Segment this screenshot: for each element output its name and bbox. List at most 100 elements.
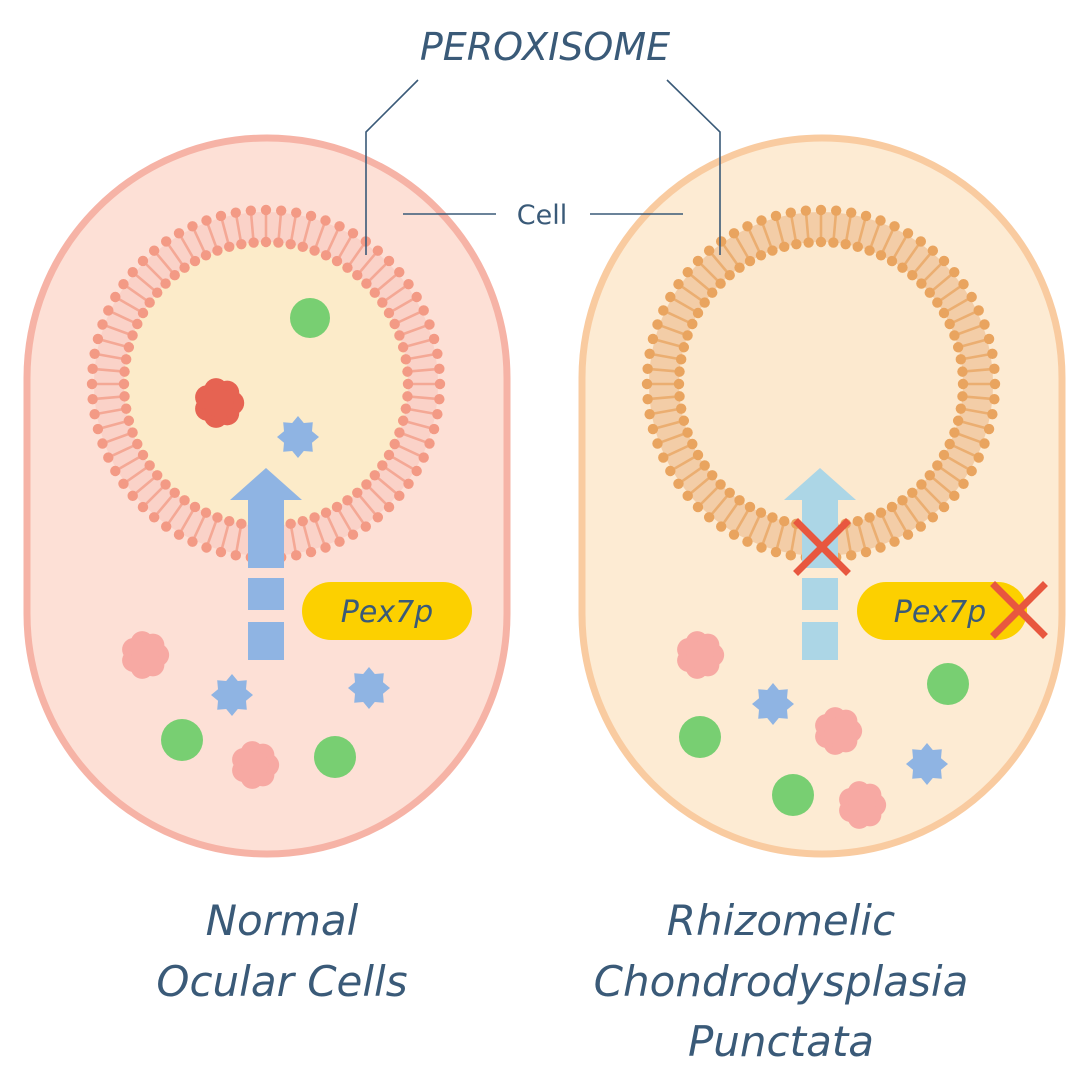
lipid-head <box>658 305 669 316</box>
lipid-head <box>665 291 676 303</box>
lipid-head <box>889 221 900 232</box>
lipid-tail <box>290 528 297 551</box>
lipid-tail <box>403 433 426 444</box>
lipid-head <box>148 512 160 523</box>
lipid-tail <box>118 298 140 312</box>
lipid-head <box>230 550 241 561</box>
lipid-head <box>144 297 155 308</box>
lipid-tail <box>403 324 426 335</box>
lipid-tail <box>206 224 217 247</box>
lipid-head <box>715 521 727 532</box>
lipid-head <box>189 255 201 267</box>
lipid-head <box>212 245 223 256</box>
lipid-head <box>334 221 345 232</box>
peroxisome-leader-right <box>666 79 721 255</box>
lipid-head <box>678 415 690 426</box>
lipid-head <box>682 330 693 341</box>
lipid-tail <box>690 274 710 291</box>
cargo-green-dot <box>161 719 203 761</box>
lipid-head <box>791 238 802 250</box>
lipid-head <box>952 342 964 353</box>
lipid-tail <box>893 510 907 532</box>
lipid-head <box>248 237 259 248</box>
lipid-head <box>724 270 735 281</box>
lipid-tail <box>804 215 810 238</box>
lipid-tail <box>904 244 919 265</box>
lipid-head <box>755 250 767 261</box>
lipid-tail <box>965 408 988 415</box>
lipid-head <box>428 423 440 435</box>
lipid-head <box>297 515 308 527</box>
lipid-head <box>707 287 718 298</box>
lipid-head <box>682 427 693 438</box>
lipid-tail <box>326 230 339 252</box>
lipid-head <box>979 438 990 449</box>
lipid-tail <box>673 298 695 312</box>
lipid-tail <box>112 444 134 457</box>
lipid-tail <box>193 230 206 252</box>
lipid-tail <box>700 487 718 505</box>
lipid-head <box>860 210 872 222</box>
lipid-head <box>886 501 898 513</box>
lipid-tail <box>407 339 430 348</box>
lipid-head <box>742 536 753 547</box>
lipid-head <box>932 297 943 308</box>
lipid-head <box>236 518 247 530</box>
lipid-head <box>291 550 302 561</box>
lipid-head <box>236 238 247 250</box>
lipid-head <box>86 378 98 390</box>
cargo-blue-star <box>211 674 253 716</box>
lipid-head <box>383 449 395 461</box>
lipid-tail <box>661 433 684 444</box>
lipid-head <box>291 207 302 218</box>
lipid-head <box>644 348 655 359</box>
lipid-head <box>331 501 343 513</box>
lipid-head <box>260 236 272 248</box>
lipid-head <box>169 487 180 498</box>
lipid-head <box>179 495 190 506</box>
lipid-head <box>675 354 687 365</box>
petal-center <box>131 641 159 669</box>
lipid-head <box>902 529 914 540</box>
lipid-head <box>938 501 950 513</box>
lipid-tail <box>369 487 387 505</box>
lipid-head <box>309 512 320 523</box>
lipid-tail <box>302 220 311 243</box>
lipid-head <box>160 236 172 247</box>
lipid-head <box>119 391 130 402</box>
lipid-head <box>87 393 98 405</box>
lipid-tail <box>407 420 430 429</box>
lipid-tail <box>112 311 134 324</box>
lipid-head <box>744 255 756 267</box>
petal-center <box>824 717 852 745</box>
lipid-head <box>402 378 414 390</box>
lipid-tail <box>410 408 433 415</box>
lipid-tail <box>914 253 931 273</box>
lipid-head <box>734 495 745 506</box>
lipid-head <box>245 205 257 216</box>
lipid-tail <box>315 224 326 247</box>
lipid-head <box>89 409 100 420</box>
lipid-head <box>397 342 409 353</box>
lipid-tail <box>126 286 147 301</box>
lipid-head <box>118 278 129 290</box>
lipid-tail <box>156 495 173 515</box>
lipid-tail <box>940 286 961 301</box>
lipid-tail <box>315 521 326 544</box>
lipid-head <box>966 291 977 303</box>
lipid-head <box>652 319 663 330</box>
lipid-head <box>673 478 684 490</box>
lipid-head <box>144 460 155 471</box>
petal-center <box>241 751 269 779</box>
lipid-head <box>331 255 343 267</box>
lipid-tail <box>180 510 194 532</box>
cargo-green-dot <box>314 736 356 778</box>
lipid-tail <box>126 467 147 482</box>
lipid-tail <box>947 456 969 470</box>
lipid-head <box>779 241 790 253</box>
lipid-head <box>927 512 939 523</box>
pex7p-label-normal: Pex7p <box>341 595 433 630</box>
lipid-tail <box>145 487 163 505</box>
lipid-tail <box>958 433 981 444</box>
lipid-tail <box>97 395 120 401</box>
